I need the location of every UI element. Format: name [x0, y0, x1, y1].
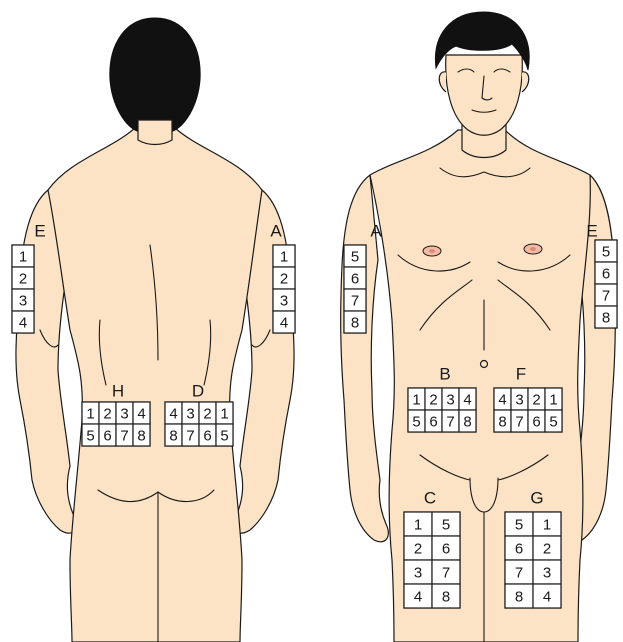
zone-cell-number: 1	[414, 517, 422, 534]
zone-cell-number: 8	[137, 428, 145, 445]
zone-cell-number: 4	[137, 406, 145, 423]
zone-cell-number: 8	[602, 310, 610, 327]
zone-cell-number: 5	[602, 244, 610, 261]
zone-cell-number: 2	[532, 392, 540, 409]
zone-cell-number: 8	[351, 315, 359, 332]
zone-cell-number: 8	[442, 589, 450, 606]
zone-cell-number: 7	[442, 565, 450, 582]
zone-cell-number: 1	[543, 517, 551, 534]
zone-cell-number: 5	[549, 414, 557, 431]
zone-cell-number: 2	[203, 406, 211, 423]
zone-cell-number: 5	[412, 414, 420, 431]
zone-cell-number: 1	[86, 406, 94, 423]
zone-cell-number: 6	[103, 428, 111, 445]
zone-cell-number: 6	[429, 414, 437, 431]
zone-cell-number: 8	[515, 589, 523, 606]
back-head-hair	[110, 18, 200, 132]
zone-cell-number: 6	[515, 541, 523, 558]
zone-cell-number: 4	[414, 589, 422, 606]
back-view-figure	[16, 18, 294, 642]
zone-label: F	[516, 365, 526, 384]
zone-label: E	[586, 222, 597, 241]
zone-label: C	[424, 489, 436, 508]
zone-cell-number: 7	[515, 565, 523, 582]
zone-cell-number: 4	[169, 406, 177, 423]
zone-cell-number: 6	[532, 414, 540, 431]
zone-cell-number: 6	[351, 271, 359, 288]
zone-label: A	[370, 222, 382, 241]
zone-cell-number: 1	[220, 406, 228, 423]
zone-cell-number: 7	[120, 428, 128, 445]
zone-cell-number: 3	[446, 392, 454, 409]
zone-cell-number: 8	[463, 414, 471, 431]
zone-cell-number: 5	[515, 517, 523, 534]
zone-cell-number: 3	[186, 406, 194, 423]
zone-cell-number: 4	[280, 315, 288, 332]
zone-cell-number: 7	[602, 288, 610, 305]
zone-cell-number: 5	[86, 428, 94, 445]
front-face	[446, 55, 523, 135]
zone-cell-number: 4	[19, 315, 27, 332]
zone-cell-number: 3	[543, 565, 551, 582]
back-torso	[48, 128, 262, 642]
zone-cell-number: 3	[280, 293, 288, 310]
zone-cell-number: 2	[429, 392, 437, 409]
zone-cell-number: 7	[186, 428, 194, 445]
zone-cell-number: 2	[103, 406, 111, 423]
zone-cell-number: 1	[19, 249, 27, 266]
zone-cell-number: 3	[414, 565, 422, 582]
zone-label: B	[439, 365, 450, 384]
zone-cell-number: 7	[446, 414, 454, 431]
zone-cell-number: 2	[280, 271, 288, 288]
zone-cell-number: 6	[602, 266, 610, 283]
zone-label: H	[112, 382, 124, 401]
zone-cell-number: 5	[220, 428, 228, 445]
zone-cell-number: 1	[549, 392, 557, 409]
zone-cell-number: 4	[498, 392, 506, 409]
zone-cell-number: 5	[442, 517, 450, 534]
zone-cell-number: 1	[280, 249, 288, 266]
zone-cell-number: 3	[19, 293, 27, 310]
zone-cell-number: 5	[351, 249, 359, 266]
zone-cell-number: 4	[463, 392, 471, 409]
zone-label: E	[34, 222, 45, 241]
zone-cell-number: 3	[120, 406, 128, 423]
back-neck	[138, 120, 172, 145]
zone-cell-number: 7	[351, 293, 359, 310]
zone-cell-number: 2	[19, 271, 27, 288]
zone-cell-number: 8	[498, 414, 506, 431]
zone-cell-number: 2	[414, 541, 422, 558]
zone-cell-number: 8	[169, 428, 177, 445]
zone-label: D	[192, 382, 204, 401]
zone-cell-number: 2	[543, 541, 551, 558]
front-view-figure	[341, 12, 616, 642]
zone-label: G	[530, 489, 543, 508]
zone-label: A	[270, 222, 282, 241]
zone-cell-number: 4	[543, 589, 551, 606]
zone-cell-number: 3	[515, 392, 523, 409]
zone-cell-number: 1	[412, 392, 420, 409]
zone-cell-number: 6	[203, 428, 211, 445]
zone-cell-number: 7	[515, 414, 523, 431]
zone-cell-number: 6	[442, 541, 450, 558]
